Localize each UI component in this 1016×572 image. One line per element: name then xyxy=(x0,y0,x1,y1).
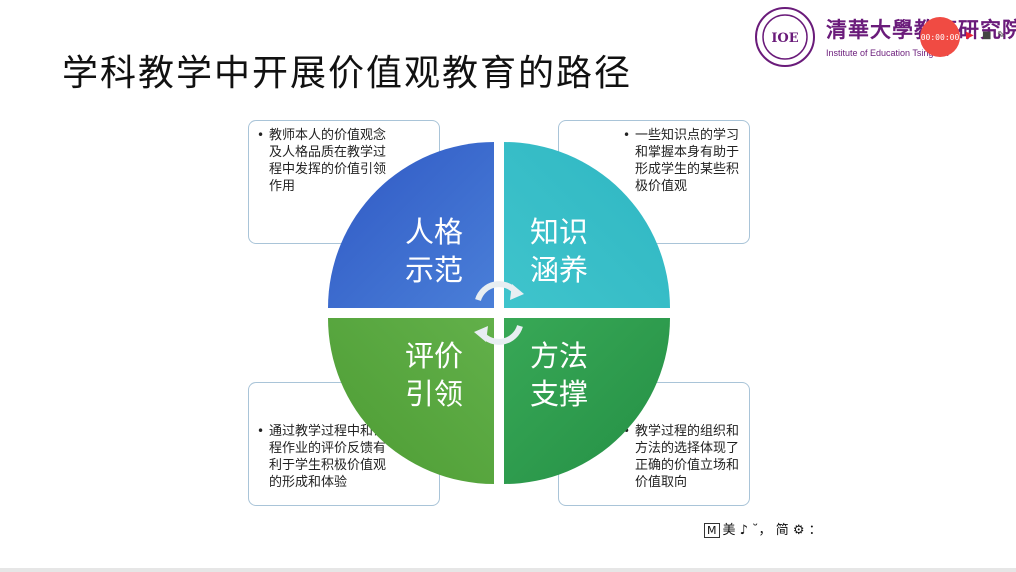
quadrant-label-tr-1: 知识 xyxy=(530,215,588,249)
quadrant-label-br-2: 支撑 xyxy=(530,377,588,411)
quadrant-top-left xyxy=(328,142,494,308)
bullet: • xyxy=(257,128,265,142)
quadrant-label-br-1: 方法 xyxy=(530,339,588,373)
callout-text: 教师本人的价值观念及人格品质在教学过程中发挥的价值引领作用 xyxy=(269,128,387,194)
bullet: • xyxy=(623,128,631,142)
institute-name-en: Institute of Education Tsinghua xyxy=(826,48,949,58)
pen-icon[interactable]: ✎ xyxy=(997,30,1006,41)
callout-text: 一些知识点的学习和掌握本身有助于形成学生的某些积极价值观 xyxy=(635,128,740,194)
quadrant-bottom-left xyxy=(328,318,494,484)
quadrant-label-tl-1: 人格 xyxy=(405,215,463,249)
recording-timer-button[interactable]: 00:00:00 xyxy=(920,17,960,57)
bullet: • xyxy=(257,424,265,438)
quadrant-label-tr-2: 涵养 xyxy=(530,253,588,287)
arrow-head-icon xyxy=(510,284,524,300)
slide-title: 学科教学中开展价值观教育的路径 xyxy=(62,53,633,94)
quadrant-label-bl-2: 引领 xyxy=(405,377,463,411)
ime-mode-toggle[interactable]: M xyxy=(704,523,720,538)
callout-text: 通过教学过程中和课程作业的评价反馈有利于学生积极价值观的形成和体验 xyxy=(269,424,387,490)
seal-text: IOE xyxy=(771,31,798,46)
quadrant-label-tl-2: 示范 xyxy=(405,253,463,287)
bullet: • xyxy=(623,424,631,438)
quadrant-bottom-right xyxy=(504,318,670,484)
quadrant-label-bl-1: 评价 xyxy=(405,339,463,373)
bottom-scrollbar[interactable] xyxy=(0,568,1016,572)
play-icon[interactable]: ▶ xyxy=(966,30,974,41)
stop-icon[interactable]: ■ xyxy=(982,30,992,41)
callout-text: 教学过程的组织和方法的选择体现了正确的价值立场和价值取向 xyxy=(635,424,740,490)
arrow-head-icon xyxy=(474,326,488,342)
ime-toolbar-items[interactable]: 美 ♪ ˘， 简 ⚙ ： xyxy=(722,523,822,538)
university-seal-icon: IOE xyxy=(755,7,815,67)
quadrant-top-right xyxy=(504,142,670,308)
